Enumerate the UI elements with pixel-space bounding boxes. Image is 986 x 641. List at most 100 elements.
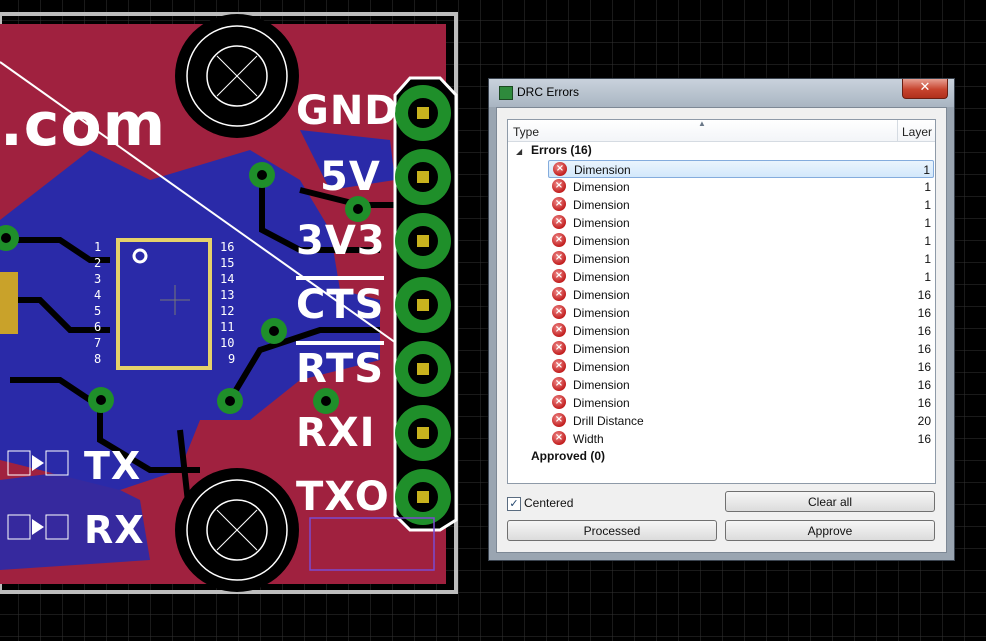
vias xyxy=(0,162,371,414)
ic-pin-number: 3 xyxy=(94,272,102,286)
error-layer: 1 xyxy=(924,234,931,248)
ic-pin-number: 4 xyxy=(94,288,102,302)
header-connector xyxy=(393,76,458,532)
error-layer: 16 xyxy=(917,306,931,320)
ic-pin-number: 12 xyxy=(220,304,235,318)
clear-all-button[interactable]: Clear all xyxy=(725,491,935,512)
error-layer: 16 xyxy=(917,342,931,356)
tree-header: Type ▲ Layer xyxy=(508,119,935,142)
ic-pin-number: 11 xyxy=(220,320,235,334)
led-label-tx: TX xyxy=(84,444,142,488)
pin-label-3v3: 3V3 xyxy=(296,218,386,264)
error-row[interactable]: × Dimension 1 xyxy=(548,160,934,178)
error-type: Dimension xyxy=(573,360,630,374)
error-type: Dimension xyxy=(573,378,630,392)
dialog-title: DRC Errors xyxy=(517,85,579,99)
ic-pin-number: 5 xyxy=(94,304,102,318)
sort-ascending-icon: ▲ xyxy=(698,119,706,128)
error-icon: × xyxy=(552,233,566,247)
error-row[interactable]: × Dimension 1 xyxy=(548,214,934,232)
error-layer: 1 xyxy=(924,252,931,266)
approved-node[interactable]: Approved (0) xyxy=(531,449,606,463)
error-layer: 20 xyxy=(917,414,931,428)
error-type: Dimension xyxy=(573,342,630,356)
error-row[interactable]: × Dimension 16 xyxy=(548,286,934,304)
ic-pin-number: 16 xyxy=(220,240,235,254)
error-type: Dimension xyxy=(573,324,630,338)
app-icon xyxy=(499,86,513,100)
error-type: Drill Distance xyxy=(573,414,644,428)
error-layer: 16 xyxy=(917,288,931,302)
error-type: Dimension xyxy=(573,270,630,284)
column-header-type[interactable]: Type xyxy=(513,125,540,139)
ic-pin-number: 6 xyxy=(94,320,102,334)
close-button[interactable]: ✕ xyxy=(902,79,948,99)
smd-pad xyxy=(0,272,18,334)
ic-pin-number: 1 xyxy=(94,240,102,254)
collapse-triangle-icon[interactable]: ◢ xyxy=(516,147,523,156)
led-label-rx: RX xyxy=(84,508,145,552)
error-layer: 16 xyxy=(917,324,931,338)
pin-label-5v: 5V xyxy=(320,154,381,200)
error-type: Dimension xyxy=(573,396,630,410)
error-icon: × xyxy=(552,287,566,301)
ic-pin-number: 15 xyxy=(220,256,235,270)
pin-label-gnd: GND xyxy=(296,88,399,134)
airwire-line xyxy=(0,61,421,361)
centered-checkbox[interactable]: ✓ xyxy=(507,497,521,511)
ic-pin-number: 14 xyxy=(220,272,235,286)
error-type: Dimension xyxy=(573,216,630,230)
column-header-layer[interactable]: Layer xyxy=(902,125,933,139)
error-row[interactable]: × Drill Distance 20 xyxy=(548,412,934,430)
silkscreen-url: .com xyxy=(0,90,167,160)
ic-footprint xyxy=(116,238,212,370)
dialog-client-area: Type ▲ Layer ◢ Errors (16) × Dimension 1 × D… xyxy=(496,107,947,553)
pin-label-txo: TXO xyxy=(296,474,390,520)
error-row[interactable]: × Dimension 1 xyxy=(548,250,934,268)
error-icon: × xyxy=(552,323,566,337)
error-type: Width xyxy=(573,432,604,446)
processed-button[interactable]: Processed xyxy=(507,520,717,541)
dialog-titlebar[interactable]: DRC Errors ✕ xyxy=(489,79,954,107)
error-icon: × xyxy=(552,413,566,427)
error-icon: × xyxy=(552,377,566,391)
ic-pin-number: 7 xyxy=(94,336,102,350)
error-layer: 16 xyxy=(917,378,931,392)
error-icon: × xyxy=(552,215,566,229)
error-icon: × xyxy=(552,197,566,211)
column-divider[interactable] xyxy=(897,120,898,141)
mounting-hole-top xyxy=(175,14,299,138)
ic-pin-number: 10 xyxy=(220,336,235,350)
error-layer: 1 xyxy=(923,163,930,177)
error-row[interactable]: × Dimension 16 xyxy=(548,376,934,394)
error-icon: × xyxy=(553,162,567,176)
pin-label-rts: RTS xyxy=(296,346,385,392)
error-type: Dimension xyxy=(573,252,630,266)
error-layer: 1 xyxy=(924,216,931,230)
drc-error-tree[interactable]: Type ▲ Layer ◢ Errors (16) × Dimension 1 × D… xyxy=(507,119,936,484)
error-icon: × xyxy=(552,305,566,319)
errors-node[interactable]: Errors (16) xyxy=(531,143,592,157)
error-icon: × xyxy=(552,179,566,193)
error-icon: × xyxy=(552,269,566,283)
approve-button[interactable]: Approve xyxy=(725,520,935,541)
drc-errors-dialog[interactable]: DRC Errors ✕ Type ▲ Layer ◢ Errors (16) … xyxy=(488,78,955,561)
error-type: Dimension xyxy=(574,163,631,177)
error-row[interactable]: × Dimension 16 xyxy=(548,322,934,340)
error-layer: 16 xyxy=(917,432,931,446)
centered-label: Centered xyxy=(524,496,574,510)
error-type: Dimension xyxy=(573,288,630,302)
ic-pin-number: 13 xyxy=(220,288,235,302)
error-icon: × xyxy=(552,251,566,265)
pin-label-rxi: RXI xyxy=(296,410,376,456)
mounting-hole-bottom xyxy=(175,468,299,592)
